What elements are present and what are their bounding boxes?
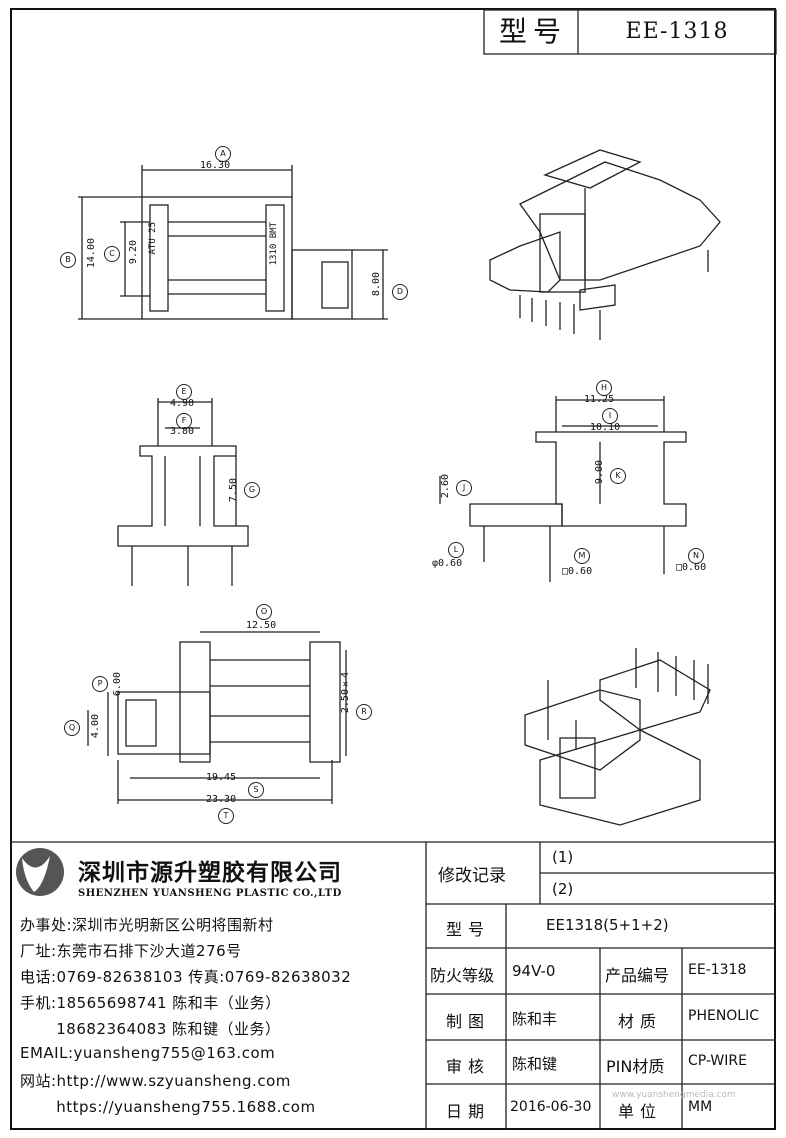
dim-n: □0.60 [676, 562, 707, 573]
dim-i: 10.10 [590, 422, 621, 433]
dim-marker-l: L [448, 542, 464, 558]
drawing-frame [10, 8, 776, 1130]
spec-fire-label: 防火等级 [430, 966, 495, 985]
company-info-line: 18682364083 陈和键（业务） [20, 1020, 281, 1038]
dim-f: 3.80 [170, 426, 195, 437]
spec-draw-label: 制图 [446, 1012, 491, 1031]
dim-q: 4.00 [90, 714, 101, 739]
spec-material-value: PHENOLIC [688, 1008, 760, 1024]
dim-l: φ0.60 [432, 558, 463, 569]
spec-pin-value: CP-WIRE [688, 1053, 747, 1069]
dim-c: 9.20 [128, 240, 139, 265]
revision-row-2: (2) [552, 880, 574, 898]
company-name-cn: 深圳市源升塑胶有限公司 [78, 860, 342, 886]
company-name-en: SHENZHEN YUANSHENG PLASTIC CO.,LTD [78, 888, 342, 899]
dim-marker-d: D [392, 284, 408, 300]
dim-marker-t: T [218, 808, 234, 824]
dim-k: 9.00 [594, 460, 605, 485]
spec-material-label: 材质 [618, 1012, 663, 1031]
dim-m: □0.60 [562, 566, 593, 577]
dim-o: 12.50 [246, 620, 277, 631]
side-view [439, 396, 687, 582]
dim-marker-b: B [60, 252, 76, 268]
spec-date-value: 2016-06-30 [510, 1099, 592, 1115]
header-box [483, 9, 777, 55]
dim-marker-i: I [602, 408, 618, 424]
dim-marker-g: G [244, 482, 260, 498]
spec-date-label: 日期 [446, 1102, 491, 1121]
dim-marker-j: J [456, 480, 472, 496]
header-model-code: EE-1318 [625, 19, 729, 44]
company-info-line: https://yuansheng755.1688.com [20, 1098, 316, 1116]
dim-marker-c: C [104, 246, 120, 262]
dim-p: 6.00 [112, 672, 123, 697]
dim-j: 2.60 [440, 474, 451, 499]
dim-marker-h: H [596, 380, 612, 396]
company-logo [16, 848, 64, 896]
bottom-view [87, 631, 347, 804]
company-info-line: 网站:http://www.szyuansheng.com [20, 1072, 291, 1090]
spec-draw-value: 陈和丰 [512, 1010, 558, 1028]
watermark: www.yuanshengmedia.com [612, 1090, 736, 1100]
dim-h: 11.25 [584, 394, 615, 405]
dim-b: 14.00 [86, 238, 97, 269]
spec-review-value: 陈和键 [512, 1055, 558, 1073]
dim-r: 2.50×4 [340, 672, 351, 714]
dim-marker-n: N [688, 548, 704, 564]
dim-marker-a: A [215, 146, 231, 162]
dim-marker-q: Q [64, 720, 80, 736]
dim-marker-k: K [610, 468, 626, 484]
dim-marker-o: O [256, 604, 272, 620]
spec-model-label: 型号 [446, 920, 491, 939]
company-info-line: 办事处:深圳市光明新区公明将围新村 [20, 916, 274, 934]
dim-t: 23.30 [206, 794, 237, 805]
part-mark-left: ATU 25 [148, 222, 158, 255]
front-view [117, 398, 249, 586]
dim-g: 7.50 [228, 478, 239, 503]
spec-prod-no-value: EE-1318 [688, 962, 747, 978]
dim-marker-f: F [176, 413, 192, 429]
spec-model-value: EE1318(5+1+2) [546, 916, 669, 934]
spec-review-label: 审核 [446, 1057, 491, 1076]
dim-s: 19.45 [206, 772, 237, 783]
iso-view-1 [489, 149, 721, 340]
spec-unit-label: 单位 [618, 1102, 663, 1121]
iso-view-2 [524, 648, 711, 826]
spec-fire-value: 94V-0 [512, 962, 556, 980]
dim-marker-r: R [356, 704, 372, 720]
dim-marker-s: S [248, 782, 264, 798]
spec-unit-value: MM [688, 1099, 713, 1115]
company-info-line: 电话:0769-82638103 传真:0769-82638032 [20, 968, 352, 986]
company-info-line: 厂址:东莞市石排下沙大道276号 [20, 942, 242, 960]
dim-e: 4.90 [170, 398, 195, 409]
spec-pin-label: PIN材质 [606, 1057, 665, 1076]
dim-d: 8.00 [371, 272, 382, 297]
top-view [78, 165, 388, 320]
title-block-grid [10, 841, 776, 1130]
revision-label: 修改记录 [438, 866, 506, 886]
revision-row-1: (1) [552, 848, 574, 866]
company-info-line: 手机:18565698741 陈和丰（业务） [20, 994, 281, 1012]
spec-prod-no-label: 产品编号 [605, 966, 670, 985]
dim-marker-m: M [574, 548, 590, 564]
dim-marker-p: P [92, 676, 108, 692]
part-mark-right: 1310 BMT [269, 222, 279, 266]
header-model-label: 型号 [498, 15, 567, 48]
company-info-line: EMAIL:yuansheng755@163.com [20, 1044, 276, 1062]
dim-a: 16.30 [200, 160, 231, 171]
dim-marker-e: E [176, 384, 192, 400]
